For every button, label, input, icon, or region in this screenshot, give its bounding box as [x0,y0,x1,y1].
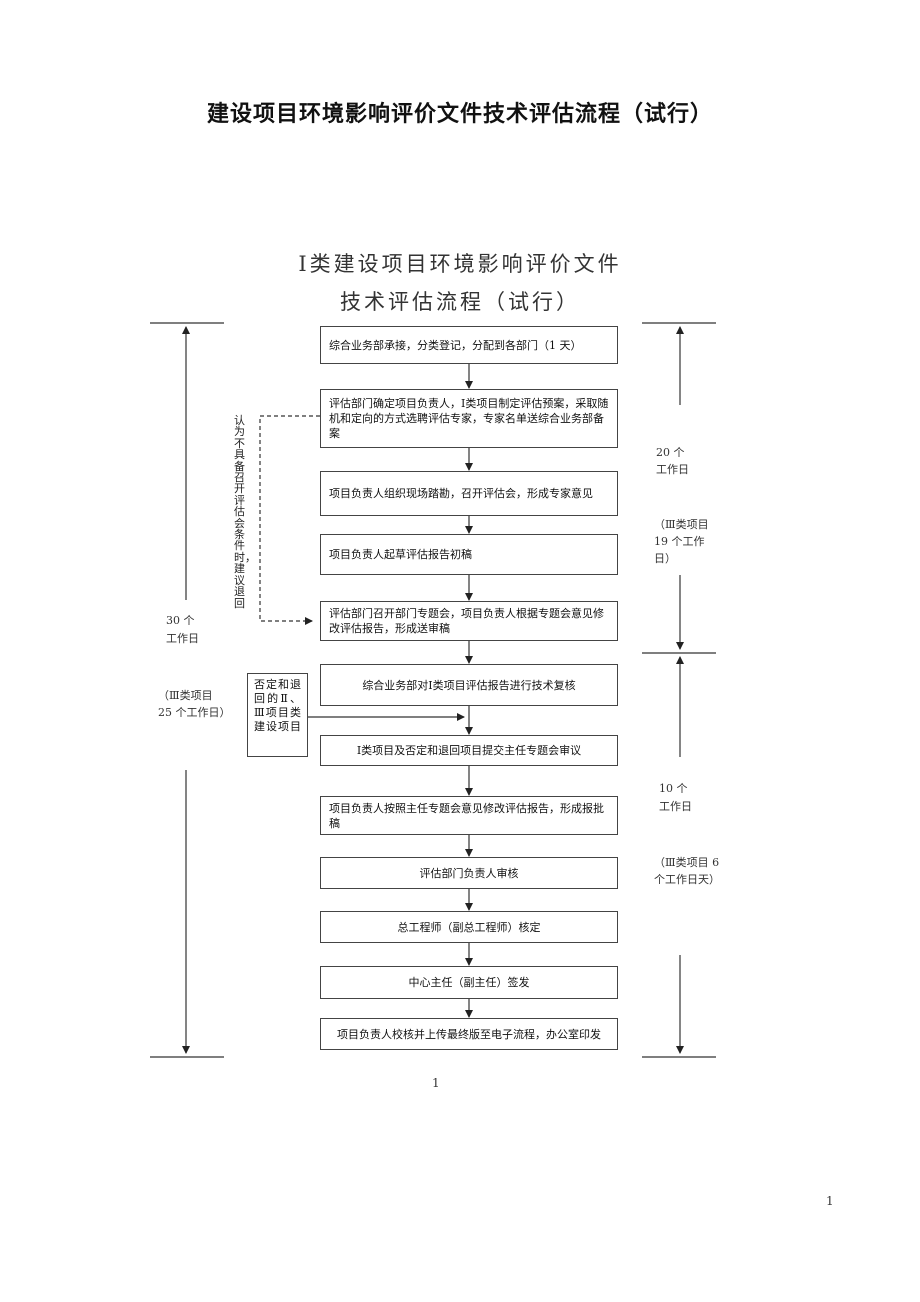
step-1-text: 综合业务部承接，分类登记，分配到各部门（1 天） [329,338,582,352]
step-2-text: 评估部门确定项目负责人，Ⅰ类项目制定评估预案，采取随机和定向的方式选聘评估专家，… [329,397,609,440]
step-5-box: 评估部门召开部门专题会，项目负责人根据专题会意见修改评估报告，形成送审稿 [320,601,618,641]
page-number: 1 [826,1194,834,1208]
right-phase1-class3-note: （Ⅲ类项目 19 个工作日） [654,518,709,565]
page-title: 建设项目环境影响评价文件技术评估流程（试行） [206,101,713,127]
step-12-box: 项目负责人校核并上传最终版至电子流程，办公室印发 [320,1018,618,1050]
inner-page-number: 1 [432,1076,440,1090]
right-phase2-unit: 工作日 [659,800,692,813]
right-phase1-unit: 工作日 [656,463,689,476]
right-phase1-days: 20 个 [656,446,685,459]
step-12-text: 项目负责人校核并上传最终版至电子流程，办公室印发 [337,1027,601,1041]
chart-title-line1: Ⅰ类建设项目环境影响评价文件 [298,252,622,276]
step-4-box: 项目负责人起草评估报告初稿 [320,534,618,575]
right-phase2-days: 10 个 [659,782,688,795]
step-10-box: 总工程师（副总工程师）核定 [320,911,618,943]
step-9-text: 评估部门负责人审核 [419,866,519,880]
step-7-text: Ⅰ类项目及否定和退回项目提交主任专题会审议 [356,744,582,757]
right-phase2-class3-note: （Ⅲ类项目 6 个工作日天） [654,856,720,886]
step-10-text: 总工程师（副总工程师）核定 [397,920,541,934]
step-8-box: 项目负责人按照主任专题会意见修改评估报告，形成报批稿 [320,796,618,835]
left-total-unit: 工作日 [166,632,199,645]
step-3-text: 项目负责人组织现场踏勘，召开评估会，形成专家意见 [329,487,593,500]
step-7-box: Ⅰ类项目及否定和退回项目提交主任专题会审议 [320,735,618,766]
return-note: 认为不具备召开评估会条件时，建议退回 [234,414,256,610]
step-8-text: 项目负责人按照主任专题会意见修改评估报告，形成报批稿 [329,801,604,830]
left-class3-note: （Ⅲ类项目 25 个工作日） [158,689,231,719]
left-total-days: 30 个 [166,614,195,627]
step-9-box: 评估部门负责人审核 [320,857,618,889]
step-2-box: 评估部门确定项目负责人，Ⅰ类项目制定评估预案，采取随机和定向的方式选聘评估专家，… [320,389,618,448]
step-4-text: 项目负责人起草评估报告初稿 [329,548,472,561]
chart-title-line2: 技术评估流程（试行） [340,290,580,314]
step-5-text: 评估部门召开部门专题会，项目负责人根据专题会意见修改评估报告，形成送审稿 [329,607,604,635]
step-11-box: 中心主任（副主任）签发 [320,966,618,999]
step-6-box: 综合业务部对Ⅰ类项目评估报告进行技术复核 [320,664,618,706]
step-1-box: 综合业务部承接，分类登记，分配到各部门（1 天） [320,326,618,364]
step-3-box: 项目负责人组织现场踏勘，召开评估会，形成专家意见 [320,471,618,516]
step-11-text: 中心主任（副主任）签发 [408,976,530,989]
step-6-text: 综合业务部对Ⅰ类项目评估报告进行技术复核 [362,678,576,692]
return-dashed-path [259,415,320,625]
rejected-projects-box: 否定和退回的Ⅱ、Ⅲ项目类建设项目 [247,673,308,757]
